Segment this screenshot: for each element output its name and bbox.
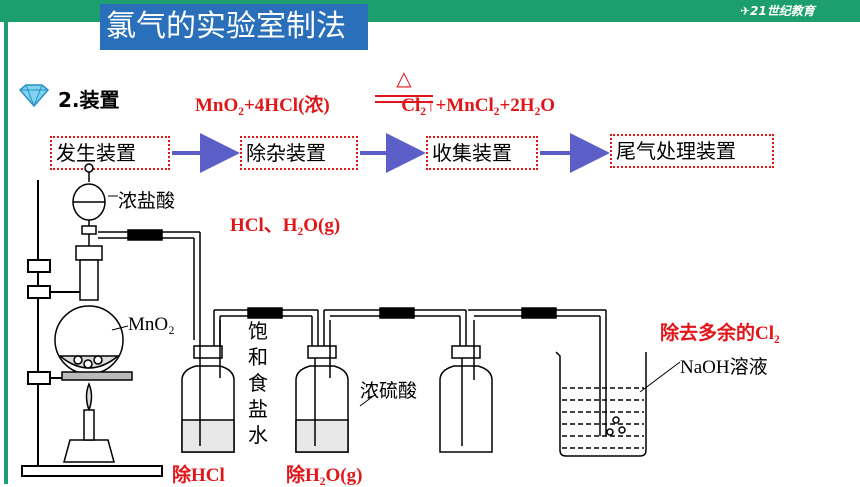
label-remove-cl2: 除去多余的Cl₂ (660, 323, 780, 344)
page-title: 氯气的实验室制法 (100, 4, 368, 50)
separatory-funnel (72, 163, 106, 250)
equation-products: Cl₂↑+MnCl₂+2H₂O (401, 95, 556, 116)
connecting-tube (98, 229, 201, 340)
collection-bottle (439, 320, 493, 453)
beaker (555, 351, 647, 457)
burner (56, 371, 133, 467)
label-mno2: MnO₂ (128, 314, 175, 335)
step-collection: 收集装置 (426, 136, 538, 170)
section-heading: 2.装置 (58, 88, 120, 112)
connecting-tube (213, 307, 319, 346)
label-saturated-brine: 饱和食盐水 (248, 319, 268, 447)
label-impurities: HCl、H₂O(g) (230, 215, 341, 236)
label-remove-hcl: 除HCl (172, 465, 225, 486)
step-generation: 发生装置 (50, 136, 170, 170)
iron-stand (21, 180, 163, 477)
reaction-equation: MnO₂+4HCl(浓) Cl₂↑+MnCl₂+2H₂O (195, 90, 555, 117)
label-conc-hcl: 浓盐酸 (118, 190, 176, 212)
brand-logo: ✈21世纪教育 (740, 4, 815, 18)
left-bar (4, 22, 8, 484)
reaction-condition: △ (375, 66, 433, 103)
wash-bottle-brine (181, 320, 235, 453)
step-purification: 除杂装置 (240, 136, 358, 170)
connecting-tube (468, 307, 607, 436)
diamond-icon (18, 84, 50, 108)
connecting-tube (323, 307, 467, 346)
heat-symbol: △ (396, 68, 412, 90)
wash-bottle-acid (295, 320, 349, 453)
label-conc-h2so4: 浓硫酸 (360, 380, 418, 402)
round-bottom-flask (54, 245, 124, 375)
label-remove-h2o: 除H₂O(g) (286, 465, 363, 486)
equation-reactants: MnO₂+4HCl(浓) (195, 95, 330, 116)
label-naoh: NaOH溶液 (680, 357, 768, 378)
step-tail-gas: 尾气处理装置 (610, 134, 774, 168)
